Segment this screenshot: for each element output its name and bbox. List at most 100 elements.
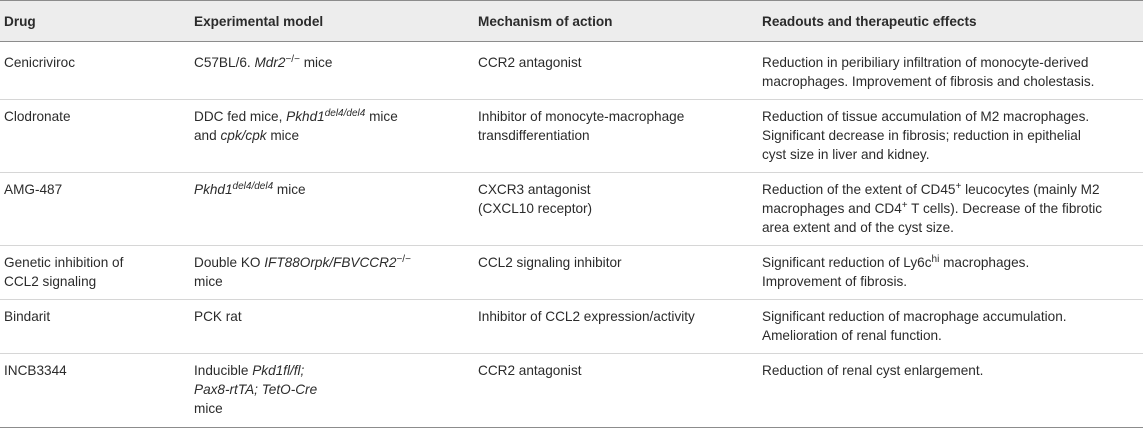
cell-experimental-model: Double KO IFT88Orpk/FBVCCR2−/− mice — [190, 245, 474, 300]
text-run: mice — [273, 182, 306, 197]
text-run: Amelioration of renal function. — [762, 328, 942, 343]
cell-line: Reduction of tissue accumulation of M2 m… — [762, 107, 1143, 126]
cell-mechanism: CCR2 antagonist — [474, 42, 758, 100]
cell-line: CCR2 antagonist — [478, 363, 582, 378]
text-run: area extent and of the cyst size. — [762, 220, 954, 235]
cell-line: Pkhd1del4/del4 mice — [194, 180, 474, 199]
cell-drug: INCB3344 — [0, 353, 190, 428]
cell-line: Cenicriviroc — [4, 55, 76, 70]
cell-line: Clodronate — [4, 109, 71, 124]
cell-line: Genetic inhibition of — [4, 255, 124, 270]
cell-mechanism: CCL2 signaling inhibitor — [474, 245, 758, 300]
cell-line: Significant decrease in fibrosis; reduct… — [762, 126, 1143, 145]
text-run: Double KO — [194, 255, 265, 270]
text-run: mice — [266, 128, 300, 143]
cell-line: macrophages. Improvement of fibrosis and… — [762, 72, 1143, 91]
cell-line: and cpk/cpk mice — [194, 126, 474, 145]
text-run: DDC fed mice, — [194, 109, 287, 124]
cell-readouts-effects: Reduction of tissue accumulation of M2 m… — [758, 99, 1143, 173]
cell-line: Amelioration of renal function. — [762, 326, 1143, 345]
cell-line: PCK rat — [194, 307, 474, 326]
text-run: macrophages. Improvement of fibrosis and… — [762, 74, 1095, 89]
header-experimental-model: Experimental model — [190, 0, 474, 42]
text-run: IFT88Orpk/FBVCCR2 — [264, 255, 397, 270]
text-run: macrophages and CD4 — [762, 201, 902, 216]
text-run: Reduction of renal cyst enlargement. — [762, 363, 984, 378]
cell-line: CCR2 antagonist — [478, 55, 582, 70]
cell-line: mice — [194, 272, 474, 291]
text-run: cpk/cpk — [220, 128, 267, 143]
text-run: Reduction of the extent of CD45 — [762, 182, 956, 197]
text-run: T cells). Decrease of the fibrotic — [907, 201, 1103, 216]
text-run: mice — [194, 274, 223, 289]
cell-mechanism: Inhibitor of CCL2 expression/activity — [474, 299, 758, 354]
text-run: −/− — [396, 254, 411, 265]
cell-experimental-model: C57BL/6. Mdr2−/− mice — [190, 42, 474, 100]
cell-mechanism: CCR2 antagonist — [474, 353, 758, 428]
cell-line: Inhibitor of CCL2 expression/activity — [478, 309, 695, 324]
header-mechanism-of-action: Mechanism of action — [474, 0, 758, 42]
text-run: Mdr2 — [254, 55, 286, 70]
cell-line: macrophages and CD4+ T cells). Decrease … — [762, 199, 1143, 218]
text-run: C57BL/6. — [194, 55, 255, 70]
text-run: Pkd1fl/fl; — [252, 363, 305, 378]
cell-experimental-model: Pkhd1del4/del4 mice — [190, 172, 474, 246]
header-readouts-and-effects: Readouts and therapeutic effects — [758, 0, 1143, 42]
table-row: Genetic inhibition of CCL2 signaling Doubl… — [0, 245, 1143, 300]
text-run: −/− — [285, 54, 300, 65]
cell-line: DDC fed mice, Pkhd1del4/del4 mice — [194, 107, 474, 126]
text-run: del4/del4 — [324, 108, 366, 119]
cell-line: Reduction of the extent of CD45+ leucocy… — [762, 180, 1143, 199]
cell-drug: Cenicriviroc — [0, 42, 190, 100]
cell-line: CXCR3 antagonist — [478, 182, 591, 197]
cell-line: Significant reduction of macrophage accu… — [762, 307, 1143, 326]
cell-line: AMG-487 — [4, 182, 63, 197]
text-run: del4/del4 — [232, 181, 274, 192]
cell-line: C57BL/6. Mdr2−/− mice — [194, 53, 474, 72]
cell-line: CCL2 signaling — [4, 274, 97, 289]
text-run: Improvement of fibrosis. — [762, 274, 908, 289]
cell-line: Bindarit — [4, 309, 51, 324]
cell-line: Pax8-rtTA; TetO-Cre — [194, 380, 474, 399]
cell-line: Reduction in peribiliary infiltration of… — [762, 53, 1143, 72]
text-run: mice — [194, 401, 223, 416]
text-run: Pkhd1 — [194, 182, 233, 197]
cell-readouts-effects: Significant reduction of macrophage accu… — [758, 299, 1143, 354]
text-run: Significant reduction of macrophage accu… — [762, 309, 1067, 324]
cell-experimental-model: PCK rat — [190, 299, 474, 354]
cell-drug: AMG-487 — [0, 172, 190, 246]
cell-line: Improvement of fibrosis. — [762, 272, 1143, 291]
cell-readouts-effects: Reduction of the extent of CD45+ leucocy… — [758, 172, 1143, 246]
text-run: + — [955, 181, 962, 192]
text-run: macrophages. — [939, 255, 1030, 270]
text-run: + — [901, 200, 908, 211]
text-run: mice — [299, 55, 333, 70]
text-run: cyst size in liver and kidney. — [762, 147, 930, 162]
text-run: and — [194, 128, 221, 143]
table-row: Clodronate DDC fed mice, Pkhd1del4/del4 m… — [0, 99, 1143, 173]
cell-line: Inducible Pkd1fl/fl; — [194, 361, 474, 380]
table-row: AMG-487 Pkhd1del4/del4 mice CXCR3 antagoni… — [0, 172, 1143, 246]
cell-readouts-effects: Significant reduction of Ly6chi macropha… — [758, 245, 1143, 300]
cell-drug: Bindarit — [0, 299, 190, 354]
cell-drug: Clodronate — [0, 99, 190, 173]
cell-line: area extent and of the cyst size. — [762, 218, 1143, 237]
cell-line: cyst size in liver and kidney. — [762, 145, 1143, 164]
text-run: hi — [931, 254, 940, 265]
cell-line: INCB3344 — [4, 363, 67, 378]
header-drug: Drug — [0, 0, 190, 42]
table-row: Bindarit PCK rat Inhibitor of CCL2 express… — [0, 299, 1143, 354]
text-run: Inducible — [194, 363, 253, 378]
text-run: PCK rat — [194, 309, 242, 324]
header-row: Drug Experimental model Mechanism of act… — [0, 0, 1143, 42]
text-run: Significant reduction of Ly6c — [762, 255, 932, 270]
cell-line: Significant reduction of Ly6chi macropha… — [762, 253, 1143, 272]
text-run: leucocytes (mainly M2 — [961, 182, 1100, 197]
cell-line: CCL2 signaling inhibitor — [478, 255, 622, 270]
cell-readouts-effects: Reduction of renal cyst enlargement. — [758, 353, 1143, 428]
